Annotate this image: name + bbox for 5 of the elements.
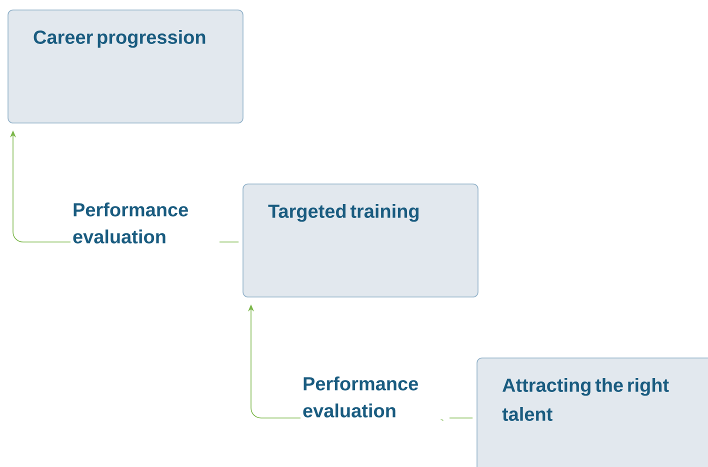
process-box: Career progression (8, 10, 244, 124)
process-box: Targeted training (242, 184, 478, 298)
edge-label: Performance evaluation (70, 200, 220, 246)
edge-label: Performance evaluation (300, 374, 450, 420)
process-box: Attracting the right talent (476, 358, 708, 467)
